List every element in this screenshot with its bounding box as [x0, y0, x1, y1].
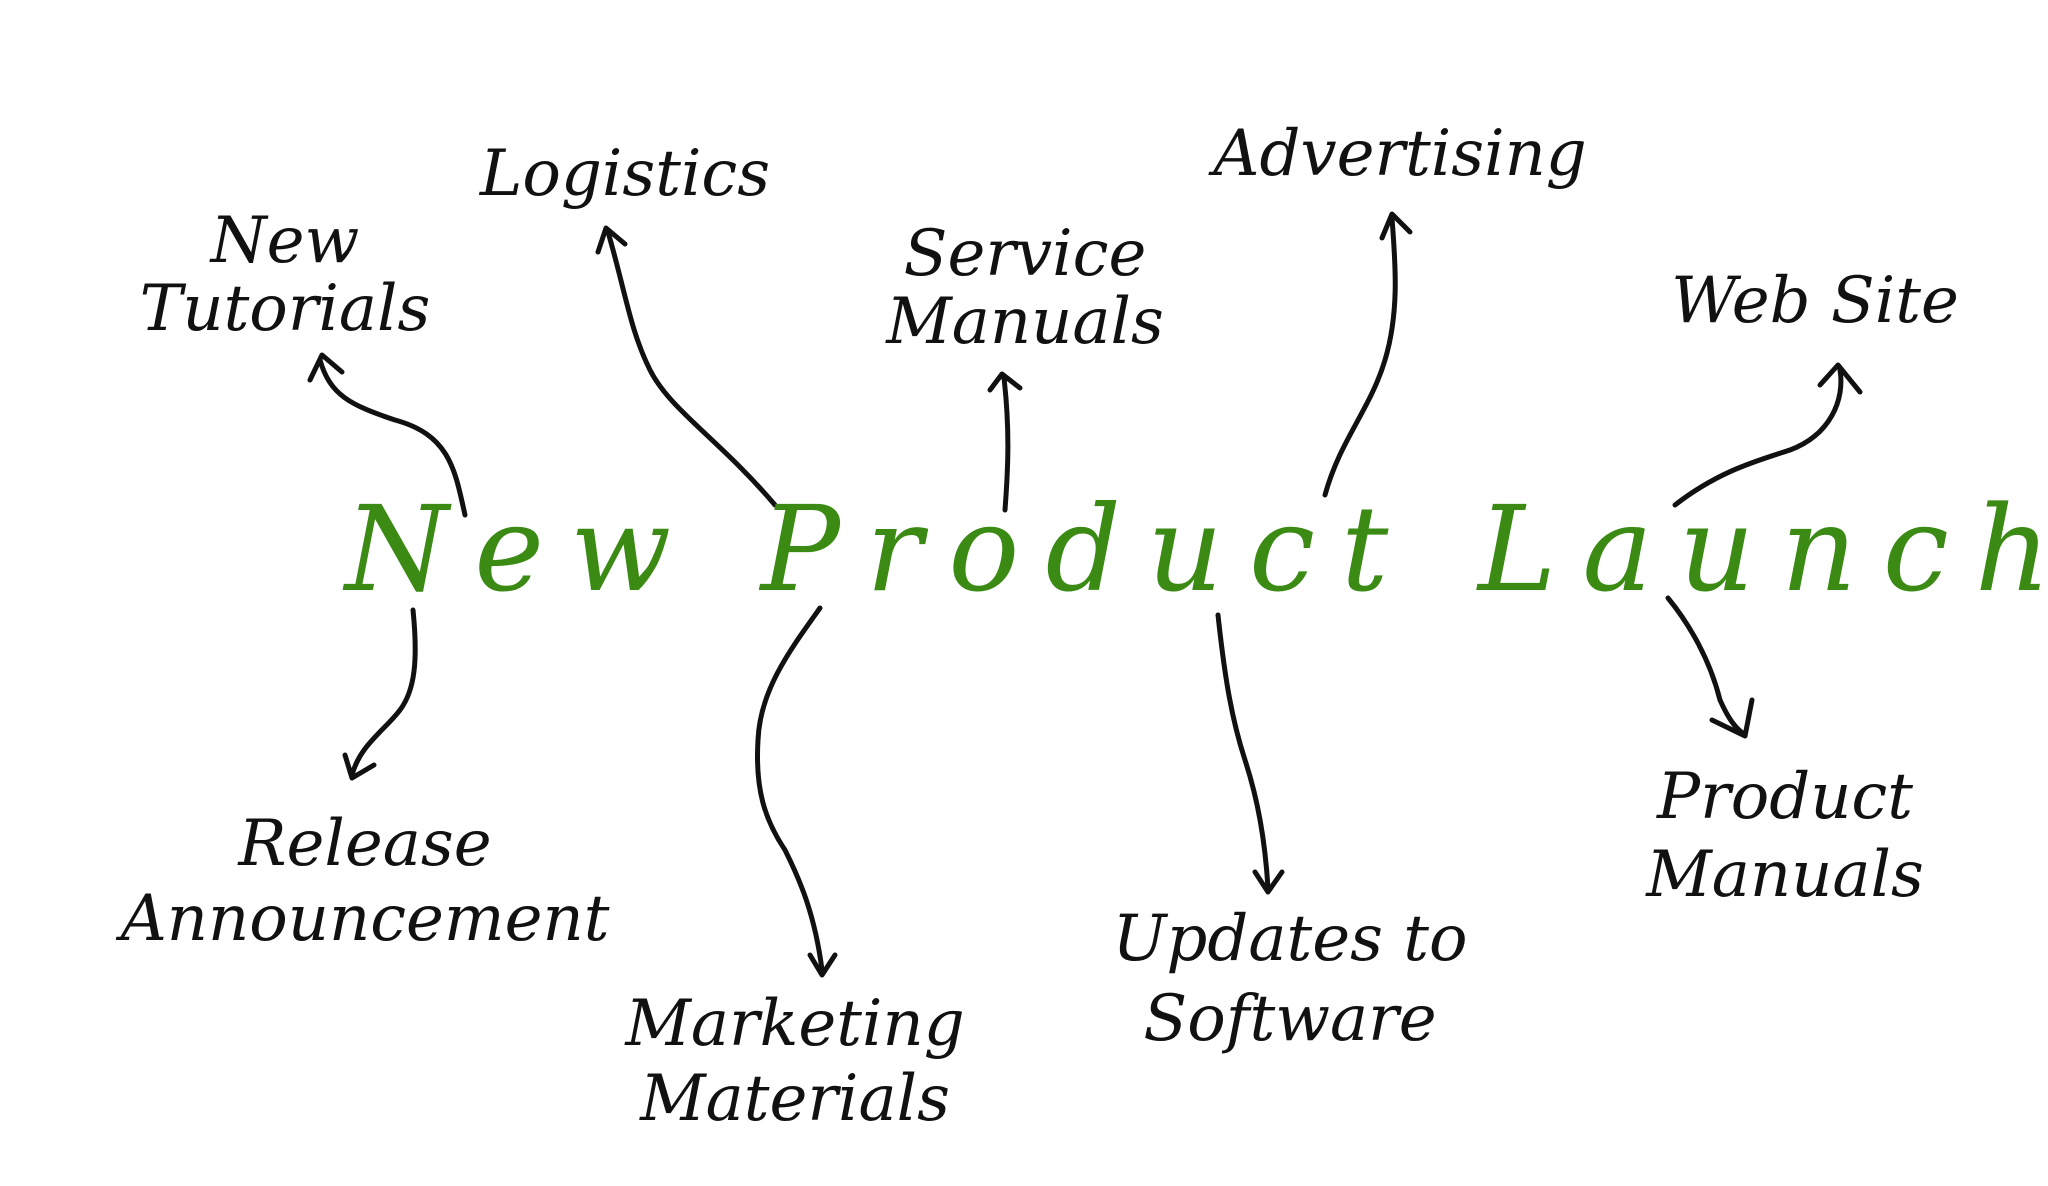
branch-label-web-site: Web Site: [1671, 264, 1959, 338]
branch-label-line: Updates to: [1112, 902, 1467, 976]
arrowhead-product-manuals: [1709, 697, 1755, 739]
arrow-to-new-tutorials: [317, 357, 468, 518]
center-title: New Product Launch: [342, 480, 2048, 618]
branch-label-line: Release: [237, 807, 491, 881]
branch-label-line: Announcement: [116, 882, 610, 956]
arrowhead-service-manuals: [987, 371, 1023, 393]
connectors: [307, 211, 1863, 978]
branch-label-line: Tutorials: [140, 272, 431, 346]
arrowhead-updates-to-software: [1252, 869, 1285, 895]
arrow-to-logistics: [605, 229, 778, 508]
arrow-to-release-announcement: [349, 607, 418, 778]
branch-label-line: Advertising: [1208, 117, 1587, 191]
branch-label-line: New: [209, 204, 360, 278]
arrow-to-web-site: [1672, 367, 1844, 508]
branch-label-line: Service: [904, 217, 1147, 291]
arrow-to-marketing-materials: [755, 605, 825, 973]
branch-label-line: Manuals: [1645, 838, 1924, 912]
arrowhead-advertising: [1379, 211, 1413, 241]
branch-label-line: Manuals: [885, 285, 1164, 359]
arrowhead-marketing-materials: [807, 952, 838, 978]
branch-label-line: Software: [1143, 982, 1436, 1056]
arrow-to-advertising: [1322, 215, 1398, 498]
branch-label-line: Logistics: [479, 137, 770, 211]
branch-label-line: Materials: [639, 1062, 950, 1136]
branch-label-line: Web Site: [1671, 264, 1959, 338]
arrowhead-new-tutorials: [307, 352, 345, 383]
arrow-to-product-manuals: [1665, 595, 1748, 738]
branch-label-advertising: Advertising: [1208, 117, 1587, 191]
arrow-to-service-manuals: [1001, 375, 1011, 513]
arrowhead-logistics: [595, 225, 628, 255]
branch-label-line: Marketing: [624, 987, 964, 1061]
arrowhead-release-announcement: [342, 752, 377, 781]
branch-label-logistics: Logistics: [479, 137, 770, 211]
arrow-to-updates-to-software: [1215, 612, 1271, 891]
branch-label-line: Product: [1656, 760, 1913, 834]
arrowhead-web-site: [1817, 362, 1863, 395]
